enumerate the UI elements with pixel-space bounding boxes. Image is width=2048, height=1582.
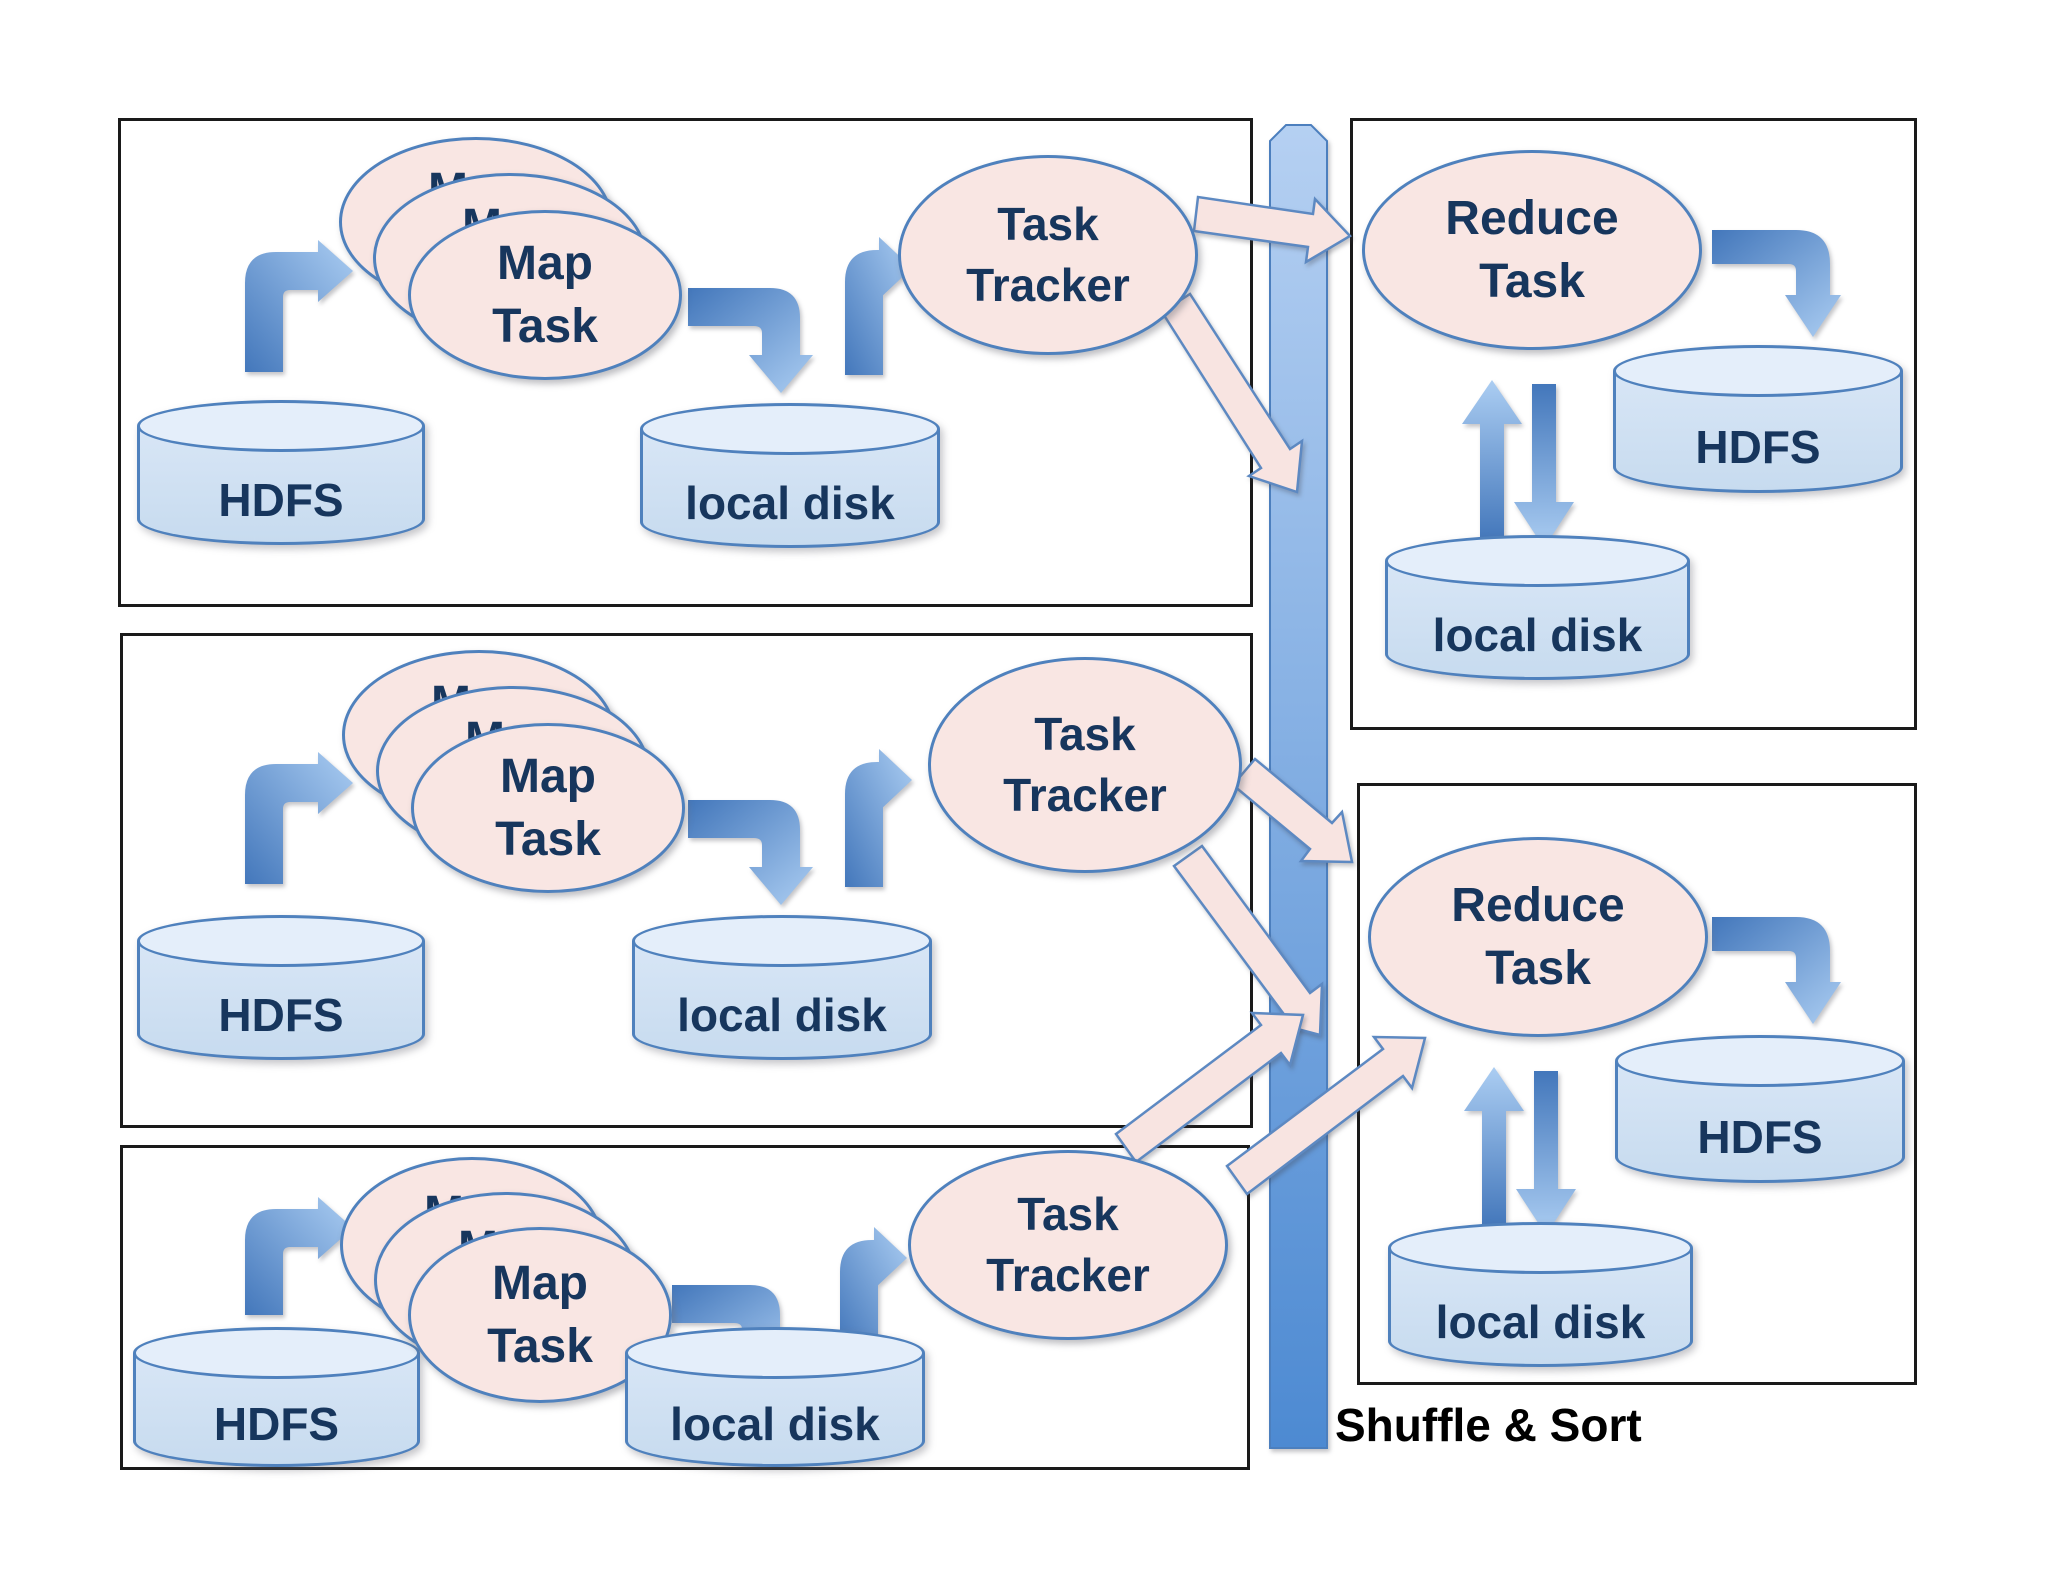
local-disk-cylinder-row3: local disk [625, 1327, 925, 1467]
cylinder-top [137, 915, 425, 967]
local-disk-cylinder-row2: local disk [632, 915, 932, 1060]
task-tracker-ellipse-row1: Task Tracker [898, 155, 1198, 355]
cylinder-top [1615, 1035, 1905, 1087]
shuffle-arrow-tt3-to-bar [1114, 1011, 1305, 1164]
arrow-reduce2-to-localdisk-down [1516, 1071, 1576, 1235]
reduce-task-label: Reduce Task [1451, 878, 1625, 995]
hdfs-label: HDFS [218, 989, 344, 1042]
hdfs-label: HDFS [1695, 421, 1821, 474]
task-tracker-label: Task Tracker [966, 198, 1130, 311]
local-disk-cylinder-reduce2: local disk [1388, 1222, 1693, 1367]
arrow-localdisk-to-tasktracker-row1 [845, 237, 912, 375]
cylinder-top [137, 400, 425, 452]
reduce-task-label: Reduce Task [1445, 191, 1619, 308]
shuffle-arrow-tt1-to-bar [1160, 292, 1304, 494]
arrow-hdfs-to-map-row3 [245, 1197, 353, 1315]
shuffle-arrow-tt2-to-reduce2 [1231, 757, 1354, 864]
shuffle-arrow-tt3-to-reduce2 [1225, 1035, 1427, 1196]
arrow-reduce2-to-hdfs [1712, 917, 1841, 1024]
hdfs-cylinder-reduce2: HDFS [1615, 1035, 1905, 1183]
task-tracker-ellipse-row3: Task Tracker [908, 1150, 1228, 1340]
arrow-reduce1-to-hdfs [1712, 230, 1841, 337]
local-disk-cylinder-reduce1: local disk [1385, 535, 1690, 680]
task-tracker-ellipse-row2: Task Tracker [928, 657, 1242, 873]
arrow-localdisk-to-reduce1-up [1462, 380, 1522, 540]
hdfs-cylinder-row3: HDFS [133, 1327, 420, 1467]
hdfs-label: HDFS [1697, 1111, 1823, 1164]
local-disk-cylinder-row1: local disk [640, 403, 940, 548]
local-disk-label: local disk [1432, 609, 1643, 662]
hdfs-label: HDFS [218, 474, 344, 527]
hdfs-cylinder-reduce1: HDFS [1613, 345, 1903, 493]
map-task-label: Map Task [487, 1256, 593, 1373]
local-disk-label: local disk [670, 1397, 880, 1450]
local-disk-label: local disk [685, 477, 895, 530]
task-tracker-label: Task Tracker [1003, 708, 1167, 821]
map-task-ellipse-front-row1: Map Task [408, 210, 682, 380]
arrow-reduce1-to-localdisk-down [1514, 384, 1574, 548]
hdfs-cylinder-row2: HDFS [137, 915, 425, 1060]
cylinder-top [625, 1327, 925, 1379]
map-task-label: Map Task [495, 749, 601, 866]
arrow-localdisk-to-tasktracker-row2 [845, 749, 912, 887]
cylinder-top [1613, 345, 1903, 397]
arrow-map-to-localdisk-row1 [688, 288, 813, 393]
arrow-map-to-localdisk-row2 [688, 800, 813, 905]
hdfs-label: HDFS [213, 1397, 340, 1450]
reduce-task-ellipse-1: Reduce Task [1362, 150, 1702, 350]
arrow-hdfs-to-map-row1 [245, 240, 353, 372]
map-task-label: Map Task [492, 236, 598, 353]
task-tracker-label: Task Tracker [986, 1188, 1150, 1301]
cylinder-top [1385, 535, 1690, 587]
cylinder-top [133, 1327, 420, 1379]
cylinder-top [632, 915, 932, 967]
shuffle-sort-label: Shuffle & Sort [1335, 1399, 1642, 1451]
cylinder-top [1388, 1222, 1693, 1274]
cylinder-top [640, 403, 940, 455]
arrow-localdisk-to-tasktracker-row3 [840, 1227, 907, 1345]
arrow-hdfs-to-map-row2 [245, 752, 353, 884]
map-task-ellipse-front-row2: Map Task [411, 723, 685, 893]
shuffle-arrow-tt1-to-reduce1 [1192, 195, 1352, 265]
hdfs-cylinder-row1: HDFS [137, 400, 425, 545]
arrow-localdisk-to-reduce2-up [1464, 1067, 1524, 1227]
reduce-task-ellipse-2: Reduce Task [1368, 837, 1708, 1037]
local-disk-label: local disk [677, 989, 887, 1042]
local-disk-label: local disk [1435, 1296, 1646, 1349]
